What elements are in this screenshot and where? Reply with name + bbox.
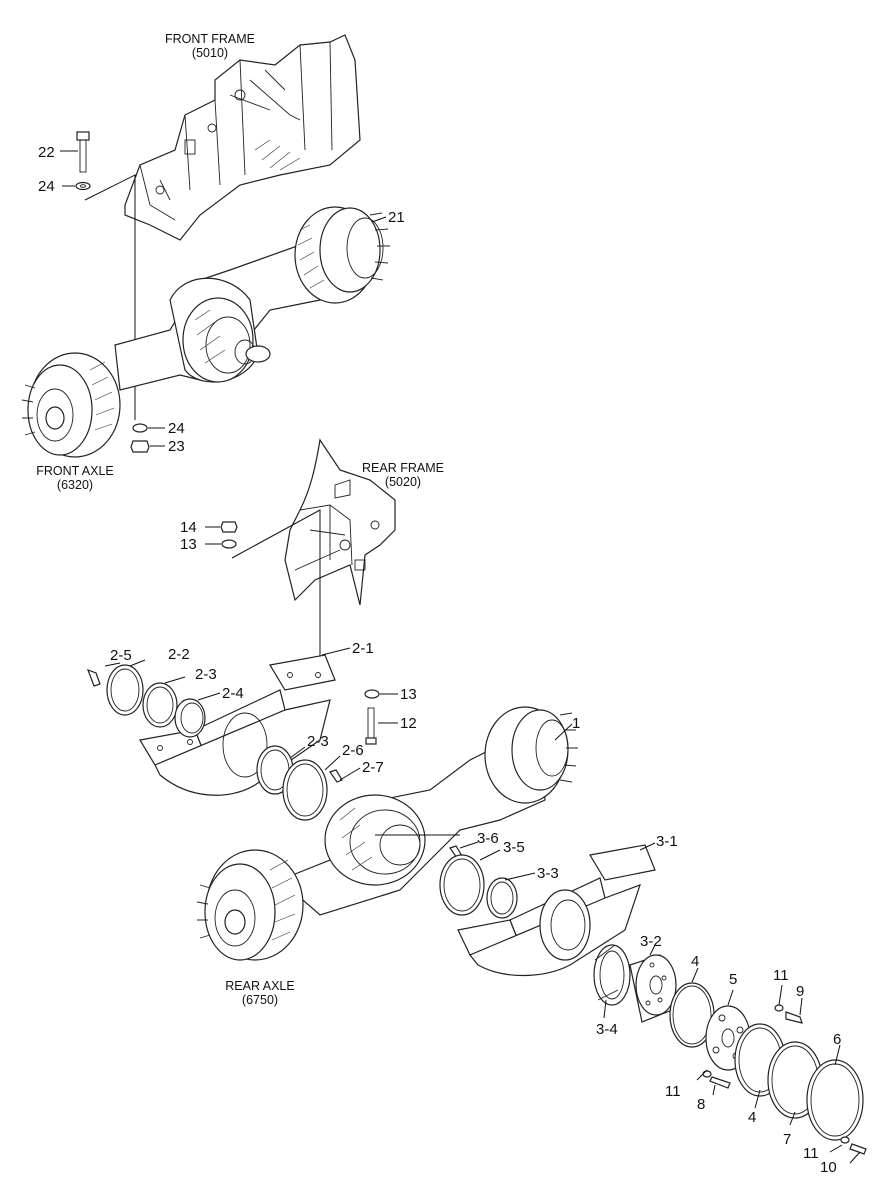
front-axle-drawing	[21, 206, 390, 458]
ring-2-2	[106, 664, 144, 716]
callout-2-2: 2-2	[168, 646, 190, 663]
callout-24-bottom: 24	[168, 420, 185, 437]
callout-23: 23	[168, 438, 185, 455]
callout-2-7: 2-7	[362, 759, 384, 776]
callout-8: 8	[697, 1096, 705, 1113]
callout-11-bottom: 11	[803, 1145, 819, 1162]
callout-14: 14	[180, 519, 197, 536]
rear-frame-drawing	[284, 438, 396, 606]
callout-3-5: 3-5	[503, 839, 525, 856]
callout-6: 6	[833, 1031, 841, 1048]
callout-7: 7	[783, 1131, 791, 1148]
front-frame-drawing	[124, 34, 361, 241]
caption-front-frame-name: FRONT FRAME	[165, 32, 255, 46]
caption-rear-frame-code: (5020)	[385, 475, 421, 489]
callout-2-3-bottom: 2-3	[307, 733, 329, 750]
callout-2-5: 2-5	[110, 647, 132, 664]
bolt-22-drawing	[75, 131, 91, 191]
callout-5: 5	[729, 971, 737, 988]
callout-4-bottom: 4	[748, 1109, 756, 1126]
caption-front-axle-name: FRONT AXLE	[36, 464, 114, 478]
callout-21: 21	[388, 209, 405, 226]
callout-3-2: 3-2	[640, 933, 662, 950]
bracket-2-drawing	[139, 654, 336, 796]
caption-rear-axle-code: (6750)	[242, 993, 278, 1007]
callout-13-left: 13	[180, 536, 197, 553]
callout-1: 1	[572, 715, 580, 732]
caption-rear-axle-name: REAR AXLE	[225, 979, 294, 993]
callout-9: 9	[796, 983, 804, 1000]
rear-axle-drawing	[196, 706, 578, 961]
callout-12: 12	[400, 715, 417, 732]
callout-3-6: 3-6	[477, 830, 499, 847]
caption-front-axle-code: (6320)	[57, 478, 93, 492]
callout-13-right: 13	[400, 686, 417, 703]
callout-2-1: 2-1	[352, 640, 374, 657]
callout-11-top: 11	[773, 967, 789, 984]
caption-front-frame-code: (5010)	[192, 46, 228, 60]
callout-2-4: 2-4	[222, 685, 244, 702]
callout-24-top: 24	[38, 178, 55, 195]
bracket-3-drawing	[457, 844, 656, 977]
callout-22: 22	[38, 144, 55, 161]
callout-3-4: 3-4	[596, 1021, 618, 1038]
callout-10: 10	[820, 1159, 837, 1176]
callout-3-3: 3-3	[537, 865, 559, 882]
callout-4-top: 4	[691, 953, 699, 970]
callout-2-3-top: 2-3	[195, 666, 217, 683]
callout-3-1: 3-1	[656, 833, 678, 850]
callout-2-6: 2-6	[342, 742, 364, 759]
callout-11-middle: 11	[665, 1083, 681, 1100]
caption-rear-frame-name: REAR FRAME	[362, 461, 444, 475]
